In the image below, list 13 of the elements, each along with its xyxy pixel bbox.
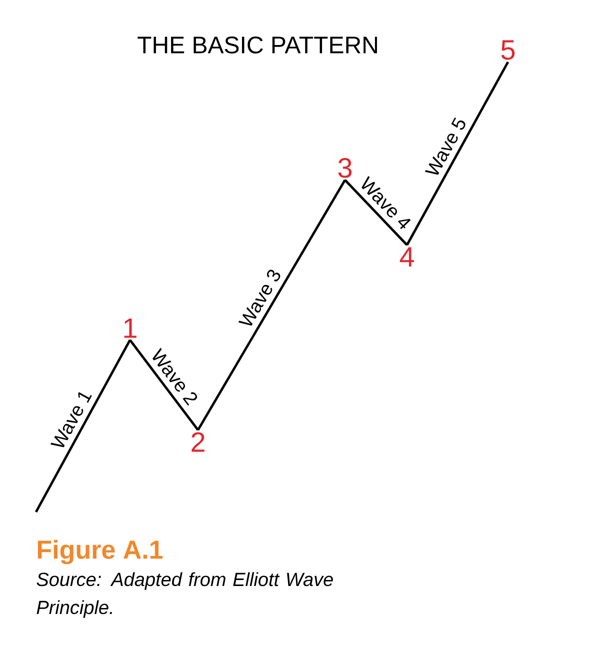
wave-line: [344, 179, 408, 246]
wave-line: [196, 179, 346, 431]
point-number: 2: [192, 432, 204, 452]
wave-line: [406, 61, 510, 246]
wave-line: [129, 339, 199, 431]
figure-caption: Figure A.1: [38, 540, 163, 564]
point-number: 5: [501, 40, 515, 60]
title: THE BASIC PATTERN: [138, 36, 377, 54]
point-number: 3: [338, 158, 352, 178]
wave-line: [34, 339, 132, 513]
point-number: 1: [124, 318, 136, 338]
source-note: Source: Adapted from Elliott Wave Principle.: [36, 572, 333, 618]
point-number: 4: [400, 247, 414, 266]
